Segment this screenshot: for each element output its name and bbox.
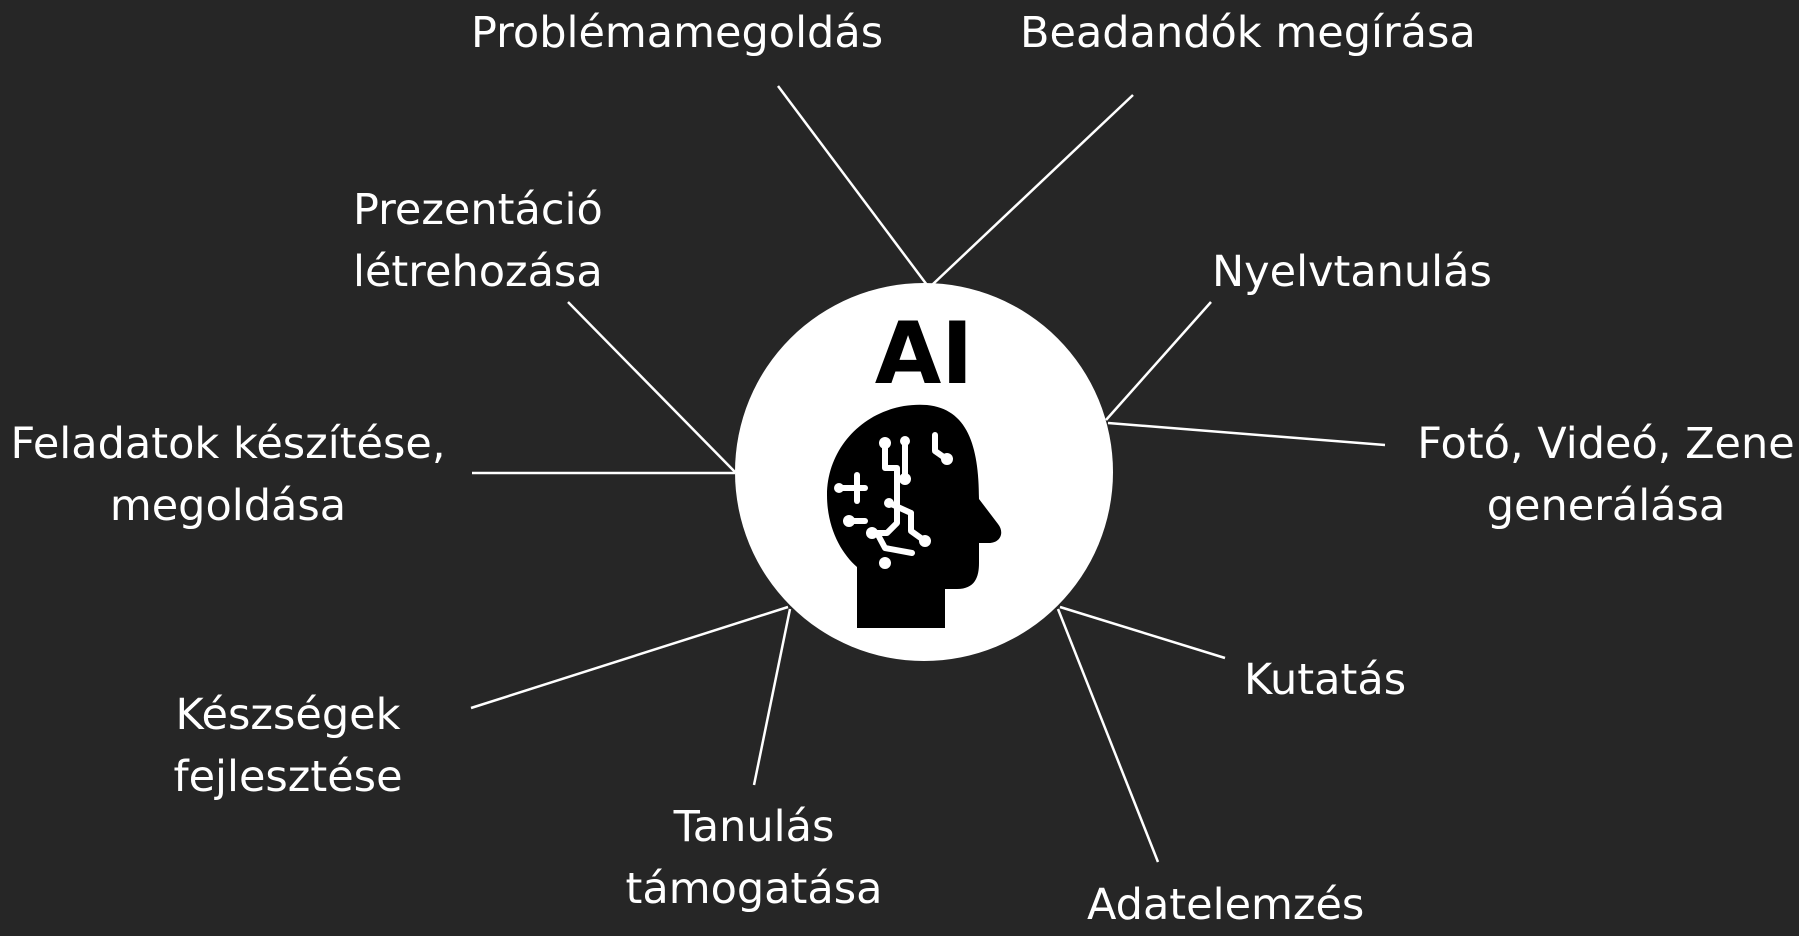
topic-line: Kutatás (1244, 655, 1407, 705)
topic-assignments: Beadandók megírása (1020, 2, 1476, 64)
ai-center-node: AI (735, 283, 1113, 661)
topic-line: támogatása (625, 864, 883, 914)
connector-research (1059, 605, 1226, 660)
topic-line: Készségek (175, 690, 401, 740)
topic-line: Problémamegoldás (471, 8, 884, 58)
topic-line: Beadandók megírása (1020, 8, 1476, 58)
topic-presentation: Prezentáció létrehozása (353, 179, 603, 303)
topic-line: Adatelemzés (1087, 880, 1365, 930)
topic-line: Nyelvtanulás (1212, 247, 1492, 297)
topic-line: Prezentáció (353, 185, 603, 235)
connector-problem-solving (776, 85, 929, 286)
connector-language-learning (1105, 301, 1212, 421)
ai-head-circuit-icon (827, 404, 1002, 628)
topic-line: létrehozása (353, 247, 603, 297)
topic-learning-support: Tanulás támogatása (620, 796, 888, 920)
ai-title: AI (874, 304, 974, 404)
topic-media-generation: Fotó, Videó, Zene generálása (1416, 413, 1796, 537)
connector-learning-support (752, 608, 792, 786)
connector-data-analysis (1056, 608, 1160, 863)
topic-line: Fotó, Videó, Zene (1417, 419, 1795, 469)
connector-skills (470, 605, 789, 710)
topic-line: fejlesztése (173, 752, 403, 802)
connector-assignments (931, 94, 1134, 286)
topic-line: Feladatok készítése, (10, 419, 446, 469)
topic-line: Tanulás (673, 802, 835, 852)
connector-presentation (567, 301, 736, 473)
topic-problem-solving: Problémamegoldás (471, 2, 883, 64)
topic-line: megoldása (109, 481, 347, 531)
connector-media-generation (1107, 421, 1386, 447)
topic-tasks: Feladatok készítése, megoldása (10, 413, 446, 537)
topic-language-learning: Nyelvtanulás (1212, 241, 1492, 303)
topic-line: generálása (1486, 481, 1726, 531)
topic-research: Kutatás (1244, 649, 1406, 711)
topic-skills: Készségek fejlesztése (160, 684, 416, 808)
topic-data-analysis: Adatelemzés (1087, 874, 1364, 936)
